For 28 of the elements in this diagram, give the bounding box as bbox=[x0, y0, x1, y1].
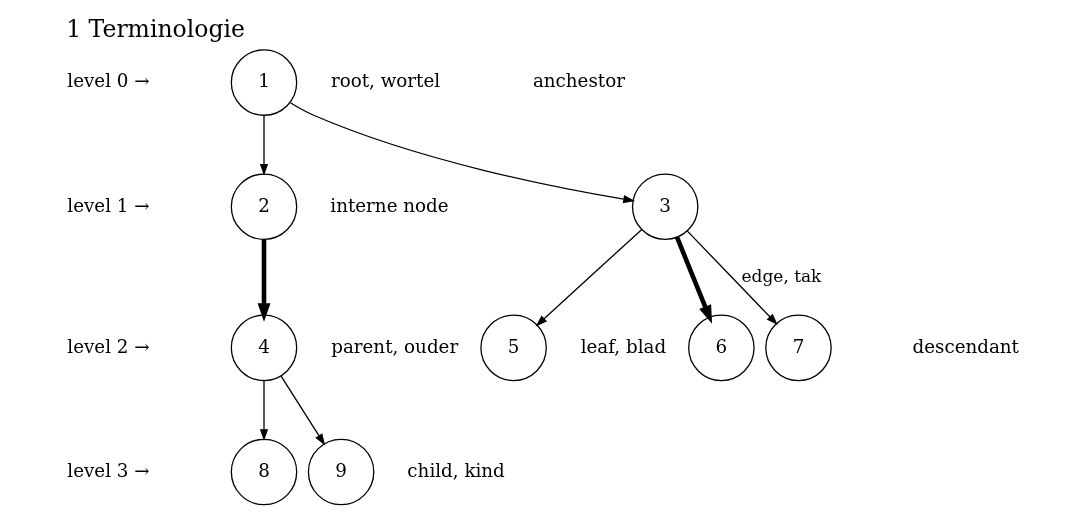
node-label: root, wortel bbox=[330, 70, 440, 92]
diagram-title: 1 Terminologie bbox=[65, 15, 245, 44]
node-circle: 2 bbox=[230, 173, 297, 241]
node-circle: 6 bbox=[687, 314, 755, 382]
node-label: leaf, blad bbox=[580, 335, 666, 357]
label: level 0 → bbox=[66, 70, 150, 92]
node-circle: 9 bbox=[307, 438, 374, 506]
arrow bbox=[289, 102, 635, 204]
arrow bbox=[257, 239, 270, 322]
label: descendant bbox=[912, 335, 1019, 357]
node-circle: 4 bbox=[230, 314, 297, 382]
label: level 2 → bbox=[66, 335, 150, 357]
node-circle: 3 bbox=[631, 173, 698, 241]
arrow bbox=[259, 380, 268, 441]
arrow bbox=[535, 229, 642, 327]
arrow bbox=[279, 375, 325, 446]
label: level 1 → bbox=[66, 194, 150, 216]
edge-label: edge, tak bbox=[741, 265, 821, 286]
arrow bbox=[686, 230, 778, 326]
arrow bbox=[259, 115, 268, 176]
label: anchestor bbox=[532, 70, 625, 92]
label: level 3 → bbox=[66, 459, 150, 481]
node-label: child, kind bbox=[406, 459, 505, 481]
node-circle: 1 bbox=[230, 49, 297, 116]
arrow bbox=[674, 236, 712, 324]
node-circle: 8 bbox=[230, 438, 297, 506]
node-label: interne node bbox=[329, 194, 449, 216]
node-label: parent, ouder bbox=[330, 335, 458, 357]
